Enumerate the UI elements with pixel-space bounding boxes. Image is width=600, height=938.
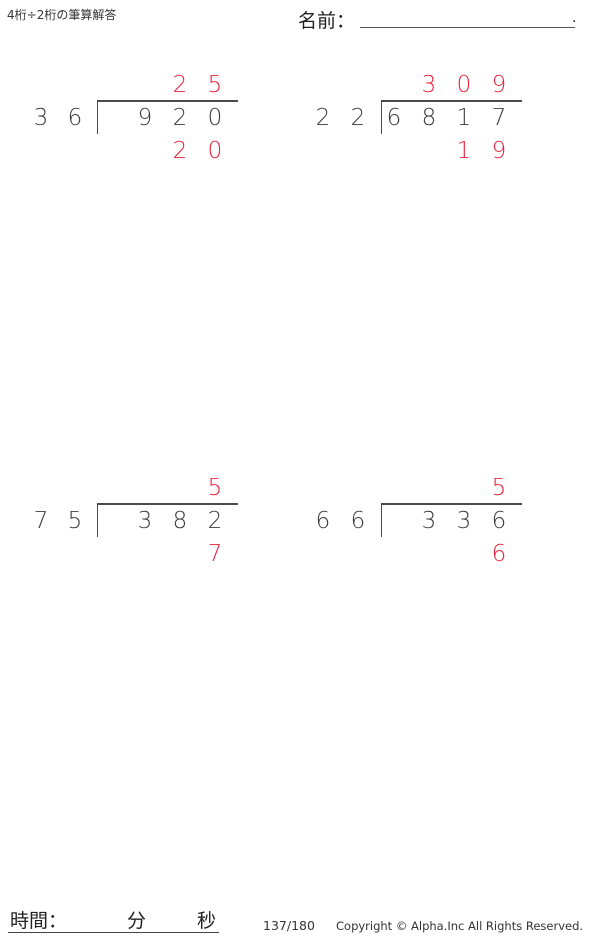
quotient-digit: 3 [421, 72, 437, 98]
divisor-digit: 6 [315, 508, 331, 534]
division-bracket [381, 100, 382, 134]
time-label: 時間： [10, 910, 68, 932]
dividend-digit: 3 [421, 508, 437, 534]
dividend-digit: 9 [137, 105, 153, 131]
division-bracket [97, 100, 98, 134]
division-bar [97, 503, 238, 505]
quotient-digit: 0 [456, 72, 472, 98]
name-field[interactable] [360, 27, 575, 28]
dividend-digit: 6 [386, 105, 402, 131]
division-bar [381, 503, 522, 505]
divisor-digit: 2 [315, 105, 331, 131]
minutes-label: 分 [127, 910, 147, 932]
divisor-digit: 3 [33, 105, 49, 131]
division-problem-2: 3 0 9 2 2 6 8 1 7 1 9 [284, 70, 544, 180]
name-end-dot: . [572, 10, 577, 26]
remainder-digit: 1 [456, 138, 472, 164]
seconds-label: 秒 [197, 910, 217, 932]
quotient-digit: 2 [172, 72, 188, 98]
remainder-digit: 6 [491, 541, 507, 567]
remainder-digit: 0 [207, 138, 223, 164]
remainder-digit: 7 [207, 541, 223, 567]
remainder-digit: 9 [491, 138, 507, 164]
dividend-digit: 2 [207, 508, 223, 534]
division-problem-3: 5 7 5 3 8 2 7 [0, 473, 260, 583]
time-field[interactable]: 時間： 分 秒 [8, 906, 219, 933]
divisor-digit: 6 [350, 508, 366, 534]
dividend-digit: 7 [491, 105, 507, 131]
page-number: 137/180 [263, 918, 315, 933]
dividend-digit: 8 [172, 508, 188, 534]
divisor-digit: 5 [67, 508, 83, 534]
worksheet-title: 4桁÷2桁の筆算解答 [7, 8, 117, 22]
division-bar [381, 100, 522, 102]
copyright: Copyright © Alpha.Inc All Rights Reserve… [336, 919, 584, 933]
divisor-digit: 6 [67, 105, 83, 131]
dividend-digit: 6 [491, 508, 507, 534]
quotient-digit: 5 [207, 475, 223, 501]
dividend-digit: 3 [137, 508, 153, 534]
quotient-digit: 5 [207, 72, 223, 98]
divisor-digit: 7 [33, 508, 49, 534]
division-bracket [97, 503, 98, 537]
division-problem-4: 5 6 6 3 3 6 6 [284, 473, 544, 583]
division-bracket [381, 503, 382, 537]
dividend-digit: 1 [456, 105, 472, 131]
dividend-digit: 8 [421, 105, 437, 131]
remainder-digit: 2 [172, 138, 188, 164]
dividend-digit: 3 [456, 508, 472, 534]
division-problem-1: 2 5 3 6 9 2 0 2 0 [0, 70, 260, 180]
dividend-digit: 0 [207, 105, 223, 131]
quotient-digit: 5 [491, 475, 507, 501]
quotient-digit: 9 [491, 72, 507, 98]
divisor-digit: 2 [350, 105, 366, 131]
division-bar [97, 100, 238, 102]
name-label: 名前： [298, 10, 356, 32]
dividend-digit: 2 [172, 105, 188, 131]
